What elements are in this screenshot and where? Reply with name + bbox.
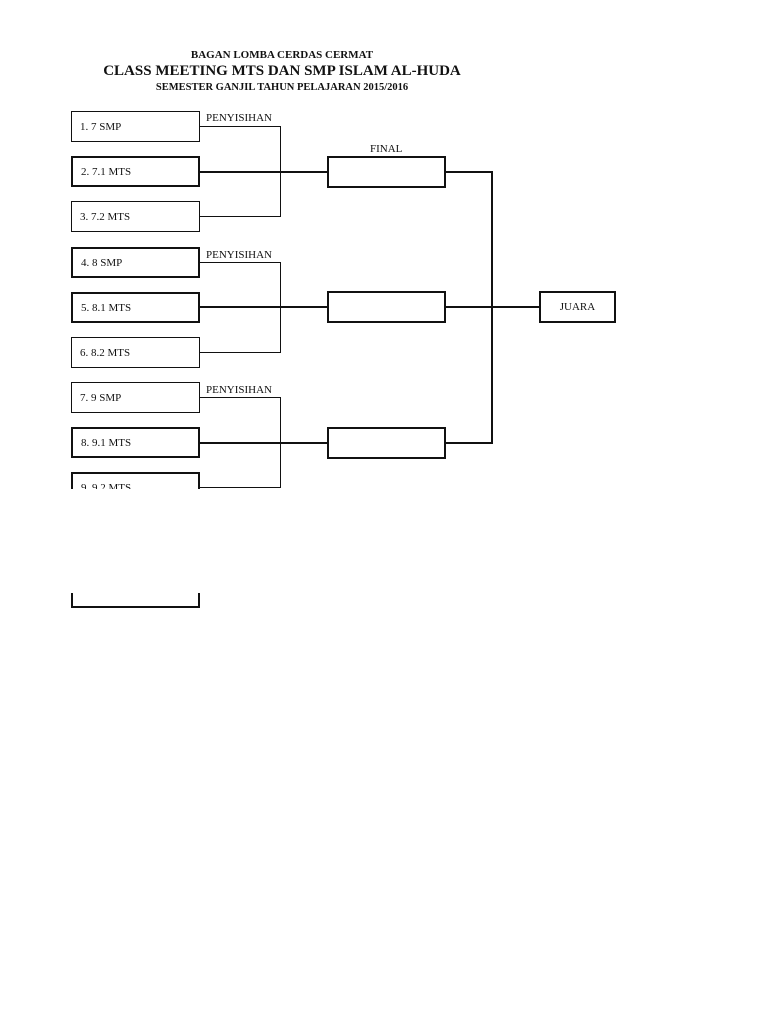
team-box-3: 3. 7.2 MTS bbox=[71, 201, 200, 232]
connector bbox=[198, 593, 200, 608]
connector bbox=[199, 262, 281, 263]
connector bbox=[199, 216, 281, 217]
connector bbox=[199, 352, 281, 353]
group-label-2: PENYISIHAN bbox=[206, 249, 272, 261]
connector bbox=[199, 126, 281, 127]
team-box-7: 7. 9 SMP bbox=[71, 382, 200, 413]
team-box-1: 1. 7 SMP bbox=[71, 111, 200, 142]
connector bbox=[445, 171, 493, 173]
champion-box: JUARA bbox=[539, 291, 616, 323]
team-box-5: 5. 8.1 MTS bbox=[71, 292, 200, 323]
connector bbox=[71, 593, 73, 608]
team-box-4: 4. 8 SMP bbox=[71, 247, 200, 278]
final-slot-2 bbox=[327, 291, 446, 323]
semester-label: SEMESTER GANJIL TAHUN PELAJARAN 2015/201… bbox=[155, 82, 409, 93]
bracket-title: CLASS MEETING MTS DAN SMP ISLAM AL-HUDA bbox=[103, 63, 461, 79]
connector bbox=[445, 442, 493, 444]
connector bbox=[199, 171, 327, 173]
bracket-subtitle: BAGAN LOMBA CERDAS CERMAT bbox=[190, 49, 374, 61]
connector bbox=[445, 306, 541, 308]
final-slot-3 bbox=[327, 427, 446, 459]
final-label: FINAL bbox=[370, 143, 403, 155]
connector bbox=[199, 442, 327, 444]
connector bbox=[491, 171, 493, 444]
team-box-6: 6. 8.2 MTS bbox=[71, 337, 200, 368]
connector bbox=[199, 306, 327, 308]
connector bbox=[199, 487, 281, 488]
group-label-1: PENYISIHAN bbox=[206, 112, 272, 124]
final-slot-1 bbox=[327, 156, 446, 188]
page-break bbox=[0, 489, 768, 593]
team-box-8: 8. 9.1 MTS bbox=[71, 427, 200, 458]
team-box-2: 2. 7.1 MTS bbox=[71, 156, 200, 187]
connector bbox=[71, 606, 200, 608]
connector bbox=[199, 397, 281, 398]
group-label-3: PENYISIHAN bbox=[206, 384, 272, 396]
